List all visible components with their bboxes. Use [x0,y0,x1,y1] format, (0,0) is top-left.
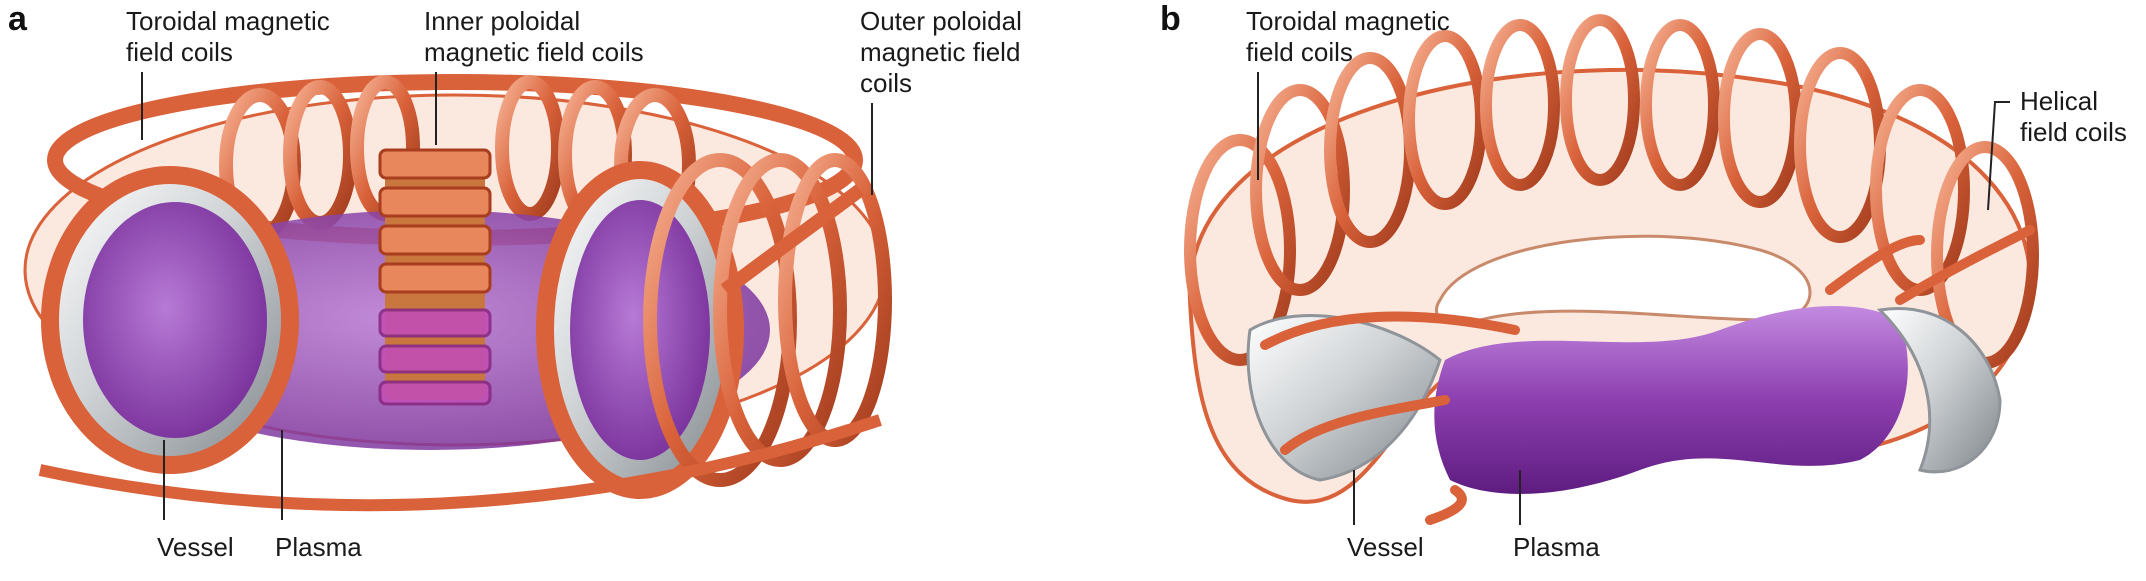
svg-text:Toroidal magnetic: Toroidal magnetic [1246,6,1450,36]
panel-letter: b [1160,0,1181,38]
label-toroidal-coils-b: Toroidal magnetic field coils [1246,6,1450,180]
svg-text:Toroidal magnetic: Toroidal magnetic [126,6,330,36]
central-solenoid [378,148,492,406]
stellarator-illustration [1184,14,2039,525]
svg-text:Vessel: Vessel [157,532,234,562]
label-helical-coils: Helical field coils [1987,86,2127,211]
plasma-tube [1434,306,1908,494]
right-vessel-cut [1876,307,2002,474]
svg-text:magnetic field: magnetic field [860,37,1020,67]
svg-text:field coils: field coils [2020,117,2127,147]
right-vessel-section [536,153,892,499]
label-toroidal-coils-a: Toroidal magnetic field coils [126,6,330,140]
label-vessel-b: Vessel [1347,470,1424,562]
svg-text:Plasma: Plasma [275,532,362,562]
svg-text:field coils: field coils [126,37,233,67]
panel-letter: a [8,0,28,38]
svg-text:Helical: Helical [2020,86,2098,116]
svg-text:coils: coils [860,68,912,98]
label-inner-poloidal-coils: Inner poloidal magnetic field coils [424,6,644,145]
svg-text:field coils: field coils [1246,37,1353,67]
tokamak-illustration [23,74,892,512]
helical-coils [1260,225,2035,525]
svg-text:magnetic field coils: magnetic field coils [424,37,644,67]
left-vessel-section [41,166,299,474]
label-vessel-a: Vessel [157,440,234,562]
label-plasma-b: Plasma [1513,470,1600,562]
panel-a: a [8,0,1022,562]
svg-text:Plasma: Plasma [1513,532,1600,562]
svg-text:Inner poloidal: Inner poloidal [424,6,580,36]
label-outer-poloidal-coils: Outer poloidal magnetic field coils [860,6,1022,195]
svg-text:Outer poloidal: Outer poloidal [860,6,1022,36]
panel-b: b [1160,0,2127,562]
label-plasma-a: Plasma [275,430,362,562]
svg-text:Vessel: Vessel [1347,532,1424,562]
